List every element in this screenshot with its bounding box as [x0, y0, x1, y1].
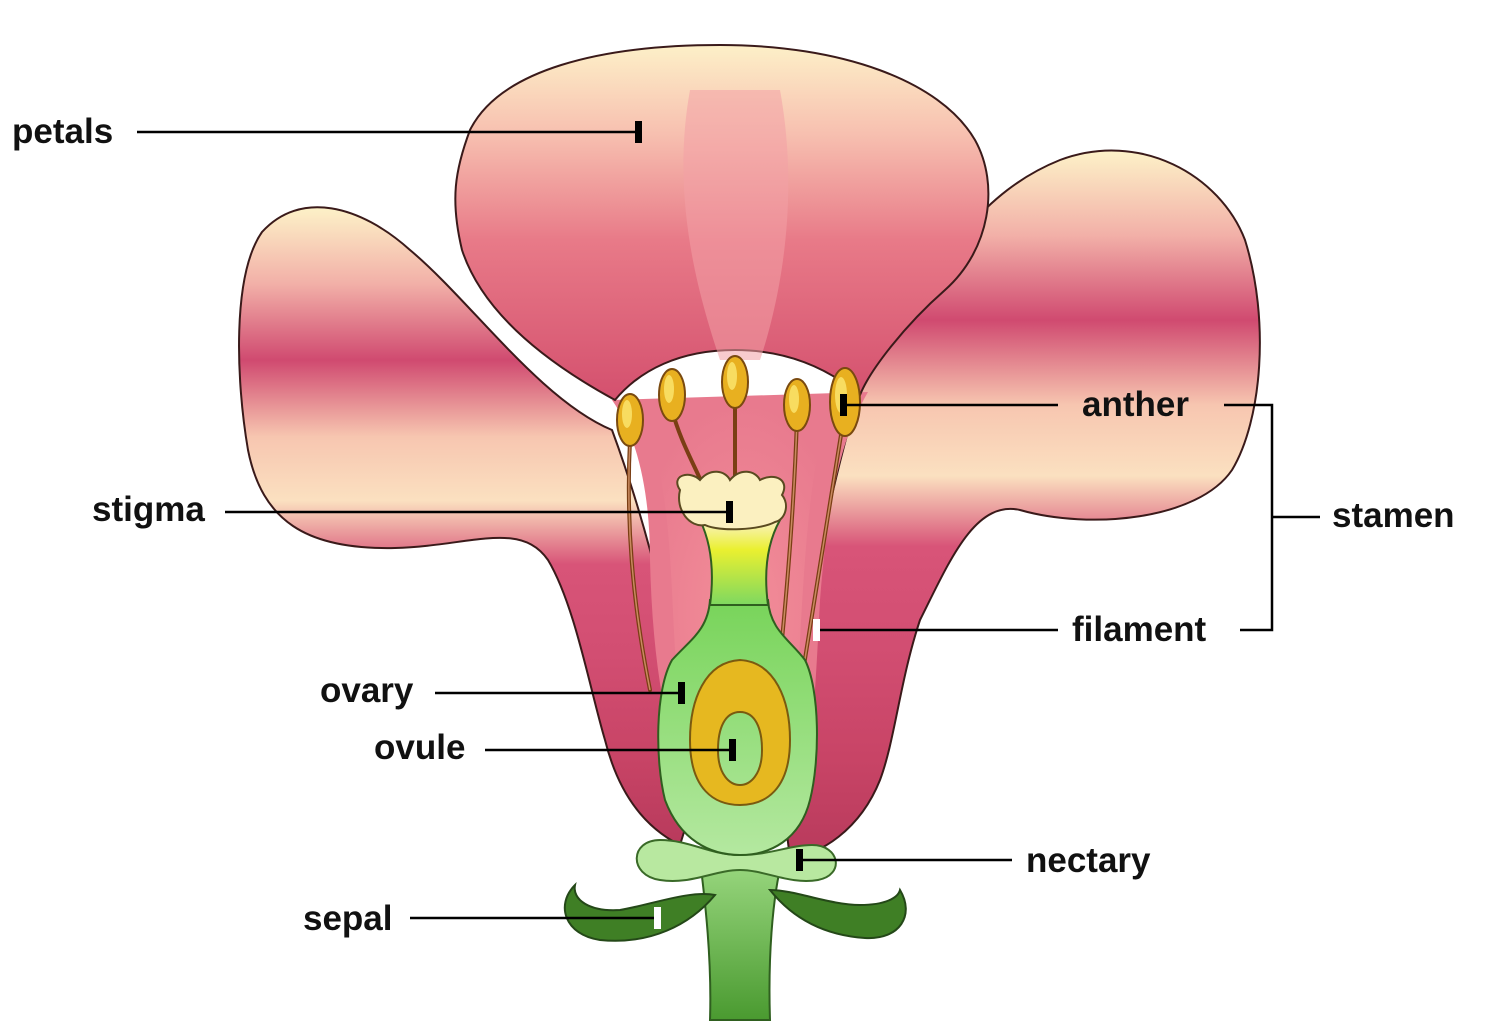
- label-ovary: ovary: [320, 671, 414, 710]
- label-nectary: nectary: [1026, 841, 1151, 880]
- sepal-right: [770, 890, 906, 938]
- stem: [700, 860, 782, 1020]
- label-filament: filament: [1072, 610, 1207, 649]
- label-petals: petals: [12, 112, 113, 151]
- label-anther: anther: [1082, 385, 1189, 424]
- label-stigma: stigma: [92, 490, 205, 529]
- sepal-left: [565, 885, 715, 941]
- label-sepal: sepal: [303, 899, 393, 938]
- label-ovule: ovule: [374, 728, 465, 767]
- label-stamen: stamen: [1332, 496, 1455, 535]
